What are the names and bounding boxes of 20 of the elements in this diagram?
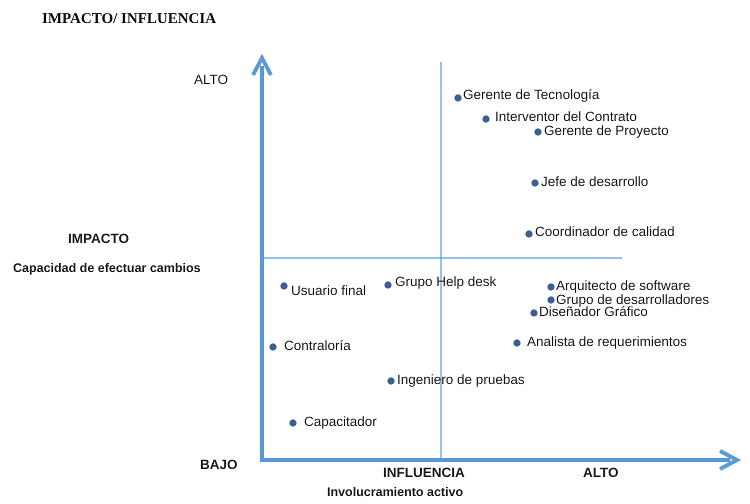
stakeholder-label: Arquitecto de software [556, 278, 690, 294]
stakeholder-label: Capacitador [304, 414, 377, 430]
stakeholder-label: Usuario final [291, 283, 366, 299]
axis-label: BAJO [200, 457, 238, 473]
stakeholder-label: Grupo de desarrolladores [556, 292, 710, 307]
stakeholder-label: Gerente de Tecnología [463, 87, 600, 103]
stakeholder-label: Interventor del Contrato [495, 109, 637, 125]
axis-title: IMPACTO [68, 231, 130, 247]
stakeholder-label: Contraloría [284, 338, 351, 354]
axis-title: INFLUENCIA [383, 465, 465, 481]
stakeholder-label: Coordinador de calidad [535, 224, 675, 240]
stakeholder-label: Analista de requerimientos [527, 334, 687, 350]
stakeholder-label: Gerente de Proyecto [544, 123, 669, 139]
axis-label: ALTO [583, 465, 618, 481]
stakeholder-label: Jefe de desarrollo [541, 174, 648, 190]
axis-label: ALTO [194, 72, 228, 88]
stakeholder-label: Diseñador Gráfico [539, 304, 648, 320]
axis-subtitle: Capacidad de efectuar cambios [13, 261, 201, 276]
axis-subtitle: Involucramiento activo [327, 485, 464, 500]
chart-title: IMPACTO/ INFLUENCIA [42, 11, 216, 28]
